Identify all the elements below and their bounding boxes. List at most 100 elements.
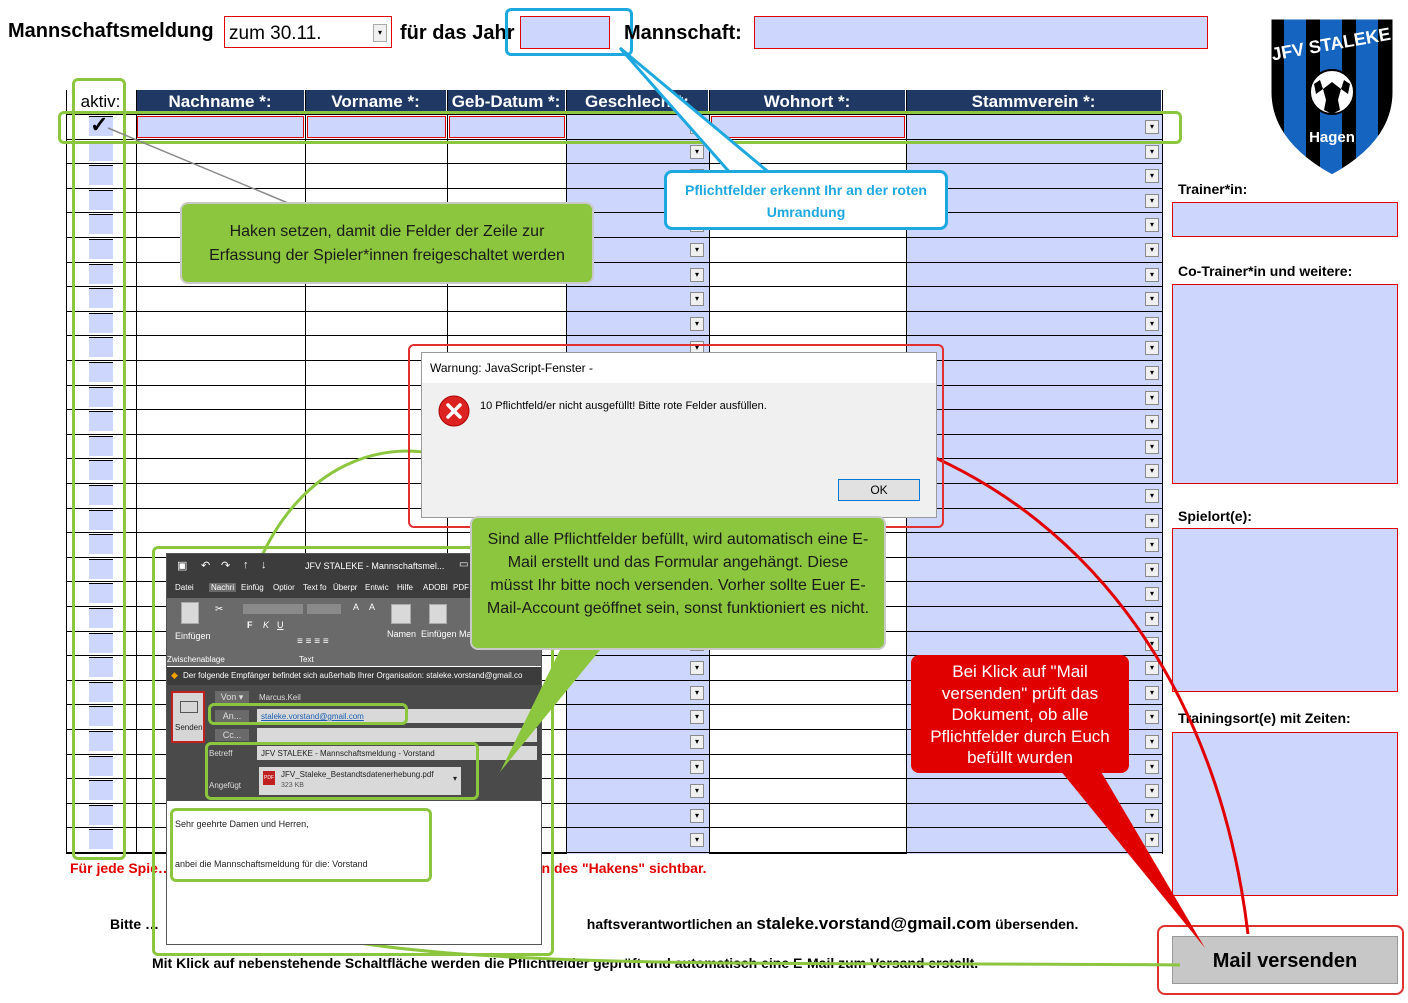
geschlecht-dropdown-icon[interactable]: ▾ (690, 243, 704, 257)
paste-icon[interactable] (181, 602, 199, 624)
stammverein-dropdown-icon[interactable]: ▾ (1145, 120, 1159, 134)
stammverein-dropdown-icon[interactable]: ▾ (1145, 292, 1159, 307)
stammverein-dropdown-icon[interactable]: ▾ (1145, 341, 1159, 356)
outlook-body[interactable]: Sehr geehrte Damen und Herren, anbei die… (167, 801, 541, 944)
aktiv-checkbox[interactable] (89, 411, 113, 432)
subject-field[interactable] (257, 746, 537, 760)
stammverein-dropdown-icon[interactable]: ▾ (1145, 366, 1159, 380)
undo-icon[interactable]: ↶ (201, 560, 211, 572)
align-icons[interactable]: ≡ ≡ ≡ ≡ (297, 636, 329, 647)
aktiv-checkbox[interactable] (89, 583, 113, 604)
to-value[interactable]: staleke.vorstand@gmail.com (261, 712, 364, 721)
aktiv-checkbox[interactable] (89, 263, 113, 284)
from-button[interactable]: Von ▾ (215, 691, 249, 703)
row1-vorname-input[interactable] (307, 116, 446, 138)
down-icon[interactable]: ↓ (261, 559, 267, 571)
aktiv-checkbox[interactable] (89, 435, 113, 456)
aktiv-checkbox[interactable] (89, 731, 113, 751)
geschlecht-dropdown-icon[interactable]: ▾ (690, 292, 704, 307)
stammverein-dropdown-icon[interactable]: ▾ (1145, 735, 1159, 749)
geschlecht-dropdown-icon[interactable]: ▾ (690, 144, 704, 159)
ribbon-toggle-icon[interactable]: ▭ (459, 559, 469, 570)
stammverein-dropdown-icon[interactable]: ▾ (1145, 464, 1159, 479)
redo-icon[interactable]: ↷ (221, 560, 231, 572)
to-button[interactable]: An... (215, 710, 249, 722)
to-field[interactable] (257, 709, 537, 723)
attachment-menu-icon[interactable]: ▾ (452, 774, 457, 783)
aktiv-checkbox[interactable] (89, 558, 113, 579)
aktiv-checkbox[interactable] (89, 288, 113, 309)
aktiv-checkbox[interactable] (89, 485, 113, 505)
stammverein-dropdown-icon[interactable]: ▾ (1145, 316, 1159, 331)
stammverein-dropdown-icon[interactable]: ▾ (1145, 193, 1159, 208)
attachment-chip[interactable]: PDF JFV_Staleke_Bestandtsdatenerhebung.p… (259, 767, 461, 795)
stammverein-dropdown-icon[interactable]: ▾ (1145, 587, 1159, 602)
geschlecht-dropdown-icon[interactable]: ▾ (690, 661, 704, 676)
aktiv-checkbox[interactable] (89, 214, 113, 235)
stammverein-dropdown-icon[interactable]: ▾ (1145, 267, 1159, 282)
aktiv-checkbox[interactable] (89, 829, 113, 850)
stammverein-dropdown-icon[interactable]: ▾ (1145, 439, 1159, 454)
trainer-input[interactable] (1172, 202, 1398, 237)
subject-value[interactable]: JFV STALEKE - Mannschaftsmeldung - Vorst… (261, 749, 435, 758)
outlook-tab-6[interactable]: Entwic (365, 583, 389, 592)
cc-field[interactable] (257, 728, 537, 742)
outlook-tab-4[interactable]: Text fo (303, 583, 327, 592)
outlook-tab-0[interactable]: Datei (175, 583, 194, 592)
stammverein-dropdown-icon[interactable]: ▾ (1145, 144, 1159, 159)
aktiv-checkbox[interactable] (89, 165, 113, 186)
italic-icon[interactable]: K (263, 620, 270, 630)
up-icon[interactable]: ↑ (243, 559, 249, 571)
geschlecht-dropdown-icon[interactable]: ▾ (690, 759, 704, 774)
font-size-box[interactable] (307, 604, 341, 614)
outlook-tab-7[interactable]: Hilfe (397, 583, 414, 592)
stammverein-dropdown-icon[interactable]: ▾ (1145, 415, 1159, 430)
address-book-icon[interactable] (391, 604, 411, 624)
outlook-tab-9[interactable]: PDF (453, 583, 469, 592)
outlook-tab-2[interactable]: Einfüg (241, 583, 264, 592)
aktiv-checkbox[interactable] (89, 681, 113, 702)
aktiv-checkbox[interactable] (89, 706, 113, 727)
underline-icon[interactable]: U (277, 620, 284, 630)
aktiv-checkbox[interactable] (89, 189, 113, 210)
stammverein-dropdown-icon[interactable]: ▾ (1145, 661, 1159, 676)
stammverein-dropdown-icon[interactable]: ▾ (1145, 759, 1159, 774)
geschlecht-dropdown-icon[interactable]: ▾ (690, 833, 704, 848)
aktiv-checkbox[interactable] (89, 804, 113, 825)
stammverein-dropdown-icon[interactable]: ▾ (1145, 784, 1159, 799)
outlook-tab-1[interactable]: Nachri (209, 583, 237, 592)
stammverein-dropdown-icon[interactable]: ▾ (1145, 833, 1159, 848)
aktiv-checkbox[interactable] (89, 460, 113, 481)
chevron-down-icon[interactable]: ▾ (373, 24, 387, 42)
shrink-font-icon[interactable]: A (369, 602, 376, 612)
geschlecht-dropdown-icon[interactable]: ▾ (690, 808, 704, 823)
cut-icon[interactable]: ✂ (215, 604, 224, 615)
stammverein-dropdown-icon[interactable]: ▾ (1145, 489, 1159, 503)
stammverein-dropdown-icon[interactable]: ▾ (1145, 685, 1159, 700)
aktiv-checkbox[interactable] (89, 337, 113, 358)
cc-button[interactable]: Cc... (215, 729, 249, 741)
geschlecht-dropdown-icon[interactable]: ▾ (690, 735, 704, 749)
geschlecht-dropdown-icon[interactable]: ▾ (690, 685, 704, 700)
aktiv-checkbox[interactable] (89, 116, 113, 136)
aktiv-checkbox[interactable] (89, 608, 113, 628)
stammverein-dropdown-icon[interactable]: ▾ (1145, 612, 1159, 626)
send-button[interactable]: Senden (171, 691, 205, 743)
year-input[interactable] (520, 16, 610, 49)
team-input[interactable] (754, 16, 1208, 49)
date-select[interactable]: zum 30.11. ▾ (224, 16, 392, 48)
stammverein-dropdown-icon[interactable]: ▾ (1145, 808, 1159, 823)
aktiv-checkbox[interactable] (89, 657, 113, 678)
aktiv-checkbox[interactable] (89, 632, 113, 653)
spielort-input[interactable] (1172, 528, 1398, 692)
stammverein-dropdown-icon[interactable]: ▾ (1145, 538, 1159, 553)
stammverein-dropdown-icon[interactable]: ▾ (1145, 169, 1159, 184)
names-label[interactable]: Namen (387, 629, 417, 639)
stammverein-dropdown-icon[interactable]: ▾ (1145, 710, 1159, 725)
aktiv-checkbox[interactable] (89, 312, 113, 333)
geschlecht-dropdown-icon[interactable]: ▾ (690, 710, 704, 725)
geschlecht-dropdown-icon[interactable]: ▾ (690, 784, 704, 799)
stammverein-dropdown-icon[interactable]: ▾ (1145, 513, 1159, 528)
stammverein-dropdown-icon[interactable]: ▾ (1145, 562, 1159, 577)
aktiv-checkbox[interactable] (89, 386, 113, 407)
